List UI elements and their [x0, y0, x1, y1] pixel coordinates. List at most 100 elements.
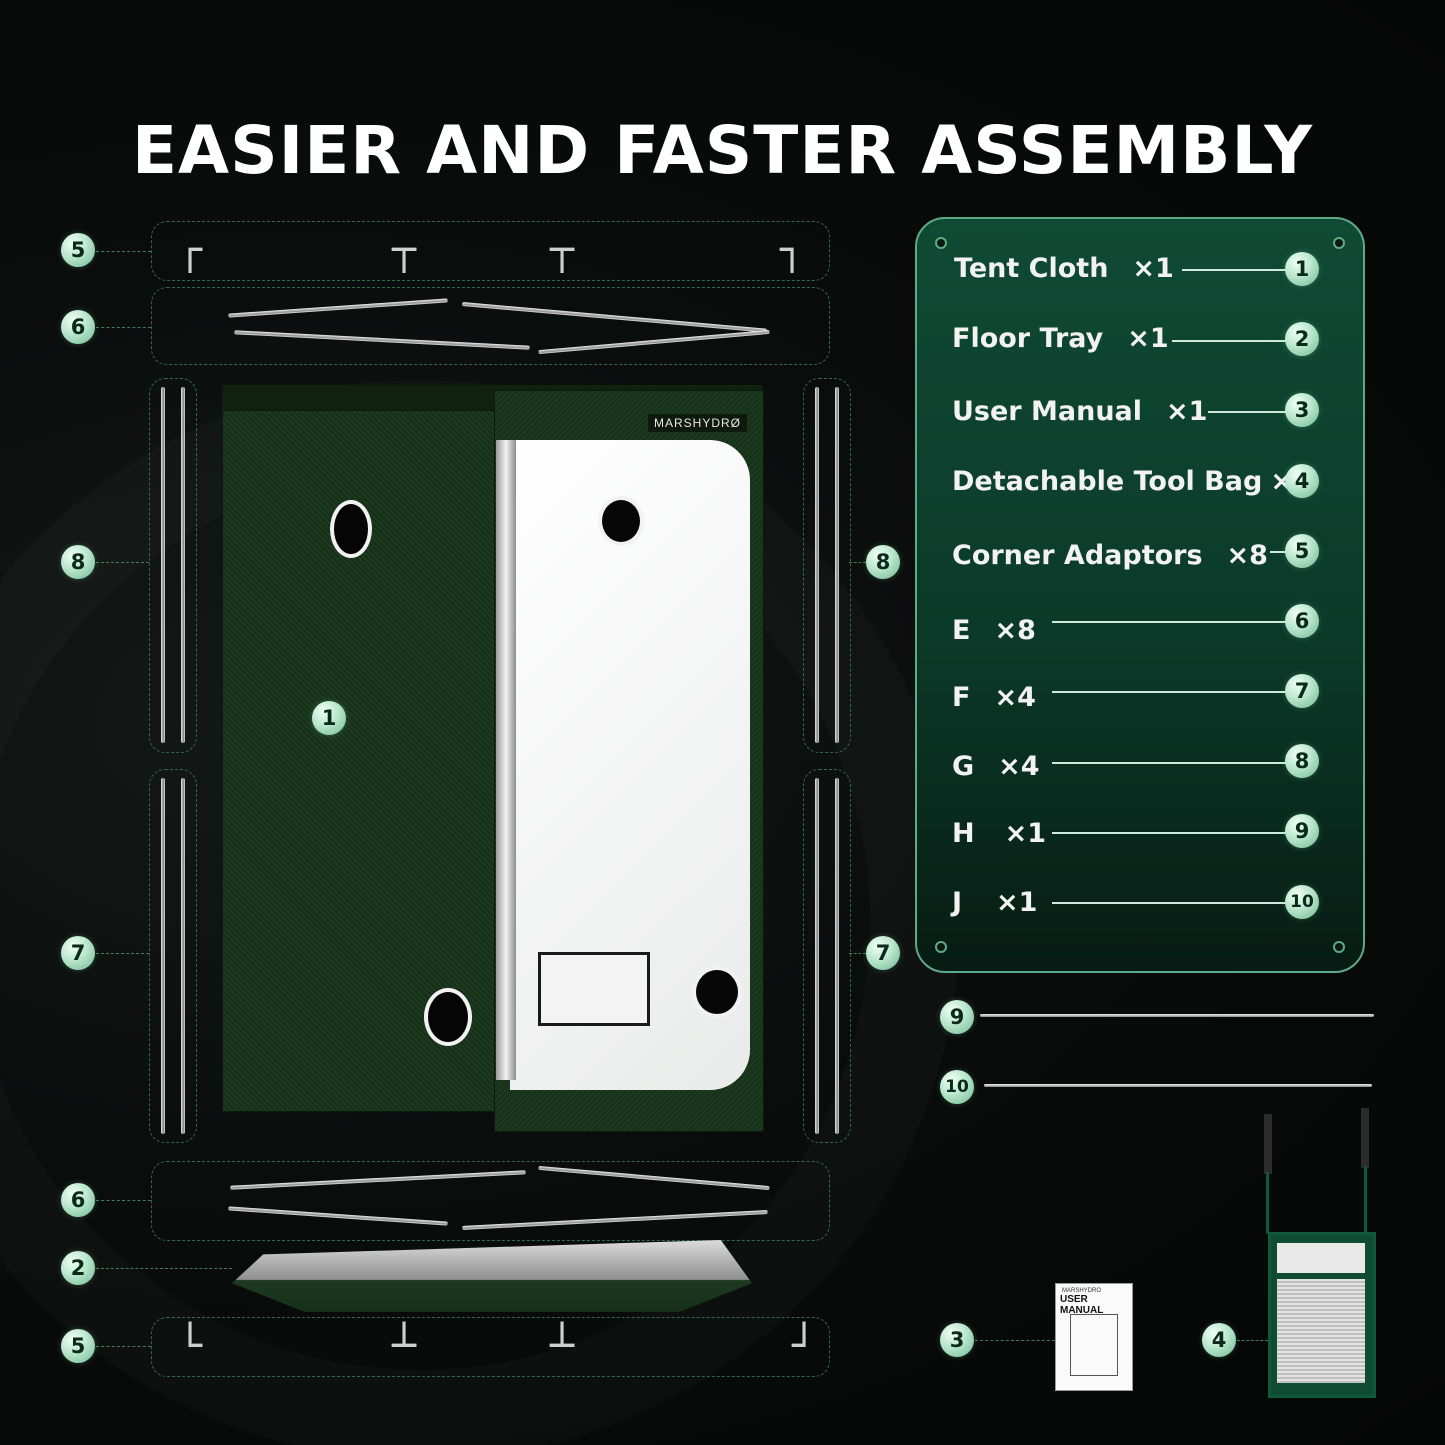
badge-6-bottom: 6: [61, 1183, 95, 1217]
badge-5-bottom: 5: [61, 1329, 95, 1363]
g-rod: [815, 387, 819, 743]
badge-9-list: 9: [1285, 814, 1319, 848]
badge-6-list: 6: [1285, 604, 1319, 638]
page-title: EASIER AND FASTER ASSEMBLY: [131, 112, 1314, 189]
leader-line: [96, 1200, 151, 1201]
corner-adaptor: ┘: [792, 1323, 817, 1369]
badge-1-list: 1: [1285, 252, 1319, 286]
parts-list-item: F×4: [952, 682, 1036, 713]
corner-adaptor: ┬: [392, 227, 417, 273]
tent-zipper: [496, 440, 516, 1080]
corner-adaptor: └: [178, 1323, 203, 1369]
f-rod: [815, 778, 819, 1134]
badge-5-top: 5: [61, 233, 95, 267]
leader-line: [96, 953, 149, 954]
f-rods-right-group: [803, 769, 851, 1143]
leader-line: [849, 562, 866, 563]
badge-4: 4: [1202, 1323, 1236, 1357]
bag-mesh-pocket: [1277, 1279, 1365, 1383]
badge-2: 2: [61, 1251, 95, 1285]
screw-icon: [935, 941, 947, 953]
pointer-line: [1270, 551, 1286, 553]
corner-adaptor: ┴: [550, 1323, 575, 1369]
pointer-line: [1182, 269, 1286, 271]
corner-adaptor: ┌: [178, 227, 203, 273]
badge-7-list: 7: [1285, 674, 1319, 708]
pointer-line: [1052, 691, 1286, 693]
manual-brand: MARSHYDRO: [1062, 1288, 1102, 1294]
badge-10-list: 10: [1285, 885, 1319, 919]
manual-title: USER MANUAL: [1060, 1294, 1104, 1316]
pointer-line: [1172, 340, 1286, 342]
corner-adaptor: ┬: [550, 227, 575, 273]
e-rod: [538, 329, 770, 355]
badge-9: 9: [940, 1000, 974, 1034]
vent-hole: [598, 496, 644, 546]
g-rods-right-group: [803, 378, 851, 753]
parts-list-item: Detachable Tool Bag×1: [952, 466, 1312, 497]
leader-line: [96, 1268, 232, 1269]
bag-strap: [1361, 1108, 1369, 1168]
leader-line: [96, 1346, 151, 1347]
pointer-line: [1052, 762, 1286, 764]
e-rod: [538, 1165, 770, 1191]
parts-list-item: H×1: [952, 818, 1047, 849]
leader-line: [96, 251, 151, 252]
parts-list-item: Floor Tray×1: [952, 323, 1169, 354]
pointer-line: [1052, 832, 1286, 834]
pointer-line: [1208, 411, 1286, 413]
e-rod: [462, 1209, 768, 1231]
vent-hole: [692, 966, 742, 1018]
badge-8-list: 8: [1285, 744, 1319, 778]
e-rod: [234, 330, 530, 350]
leader-line: [96, 327, 151, 328]
screw-icon: [1333, 237, 1345, 249]
parts-list-item: J×1: [952, 887, 1038, 918]
corner-adaptors-bottom-group: └ ┴ ┴ ┘: [151, 1317, 830, 1377]
parts-list-item: User Manual×1: [952, 396, 1208, 427]
corner-adaptor: ┐: [780, 227, 805, 273]
f-rod: [181, 778, 185, 1134]
e-rod: [230, 1170, 526, 1190]
manual-tent-illustration: [1070, 1314, 1118, 1376]
bag-strap: [1264, 1114, 1272, 1174]
parts-list-item: E×8: [952, 615, 1036, 646]
badge-4-list: 4: [1285, 464, 1319, 498]
screw-icon: [1333, 941, 1345, 953]
tent-brand-logo: MARSHYDRØ: [648, 414, 748, 432]
bag-handle: [1266, 1172, 1269, 1234]
g-rod: [181, 387, 185, 743]
badge-3: 3: [940, 1323, 974, 1357]
detachable-tool-bag: [1268, 1232, 1376, 1398]
screw-icon: [935, 237, 947, 249]
badge-2-list: 2: [1285, 322, 1319, 356]
pointer-line: [1052, 902, 1286, 904]
pointer-line: [1052, 621, 1286, 623]
e-rods-top-group: [151, 287, 830, 365]
badge-10: 10: [940, 1070, 974, 1104]
corner-adaptors-top-group: ┌ ┬ ┬ ┐: [151, 221, 830, 281]
leader-line: [1237, 1340, 1268, 1341]
f-rods-left-group: [149, 769, 197, 1143]
g-rod: [161, 387, 165, 743]
g-rod: [835, 387, 839, 743]
parts-list-item: Corner Adaptors×8: [952, 540, 1268, 571]
e-rod: [228, 1206, 448, 1226]
badge-1-tent: 1: [312, 701, 346, 735]
e-rod: [461, 302, 768, 333]
leader-line: [975, 1340, 1055, 1341]
e-rod: [228, 298, 448, 318]
leader-line: [96, 562, 149, 563]
corner-adaptor: ┴: [392, 1323, 417, 1369]
f-rod: [835, 778, 839, 1134]
parts-list-item: Tent Cloth×1: [954, 253, 1174, 284]
leader-line: [849, 953, 866, 954]
parts-list-item: G×4: [952, 751, 1040, 782]
h-rod: [980, 1014, 1374, 1017]
vent-hole: [330, 500, 372, 558]
user-manual-booklet: MARSHYDRO USER MANUAL: [1055, 1283, 1133, 1391]
badge-8-right: 8: [866, 545, 900, 579]
badge-6-top: 6: [61, 310, 95, 344]
badge-5-list: 5: [1285, 534, 1319, 568]
g-rods-left-group: [149, 378, 197, 753]
